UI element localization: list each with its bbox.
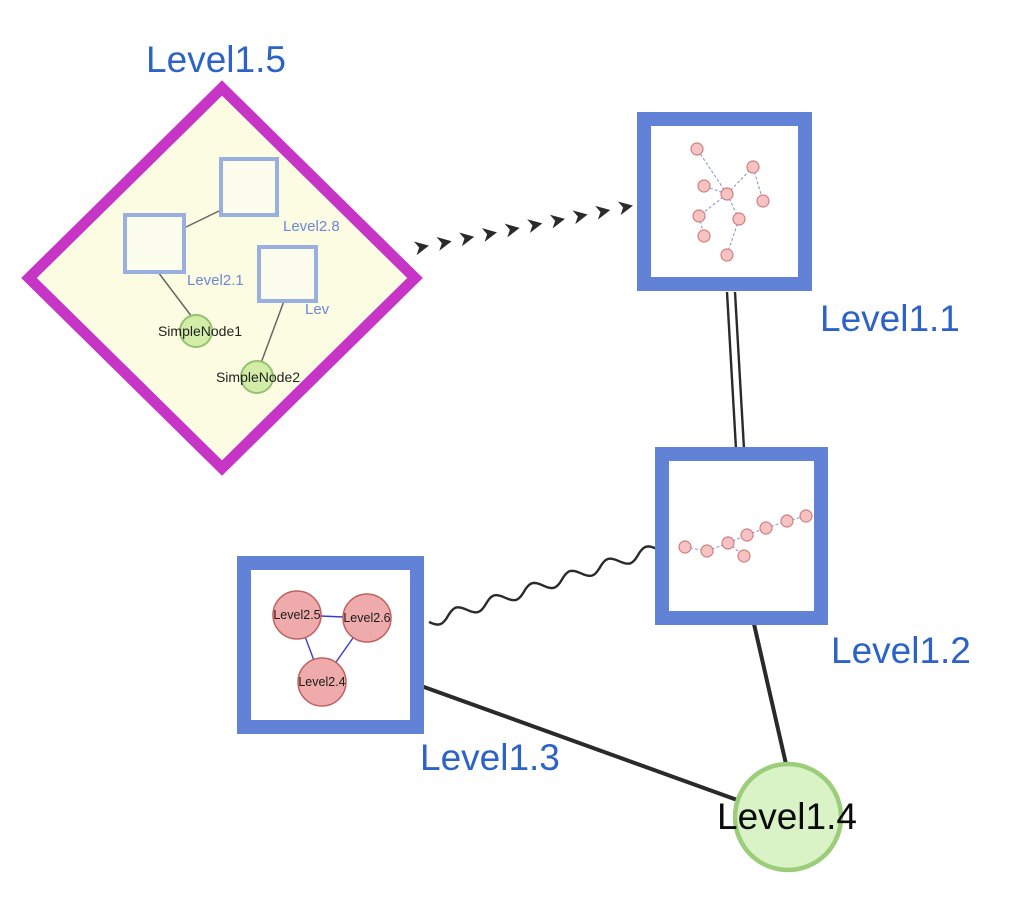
mini-graph-node[interactable] [697,229,711,243]
arrowhead-icon[interactable] [595,203,611,220]
edge-level11-level12-line2[interactable] [733,291,746,450]
mini-graph-node[interactable] [799,509,813,523]
label-level26: Level2.6 [343,611,390,625]
node-level15-diamond[interactable] [21,80,423,476]
label-lev: Lev [305,301,330,318]
arrowhead-icon[interactable] [481,225,498,242]
arrowhead-icon[interactable] [436,234,453,251]
mini-graph-edge[interactable] [684,546,708,552]
node-level21-square[interactable] [123,213,186,274]
mini-graph-node[interactable] [697,179,711,193]
node-level11-minigraph [690,142,770,262]
mini-graph-node[interactable] [740,528,754,542]
mini-graph-node[interactable] [720,187,734,201]
mini-graph-node[interactable] [720,248,734,262]
edge-level28-level21[interactable] [183,210,220,229]
node-level13-contents: Level2.5 Level2.6 Level2.4 [272,590,392,707]
node-level24-circle[interactable] [297,657,347,707]
edge-level11-level12-line1[interactable] [725,291,738,450]
mini-graph-node[interactable] [732,212,746,226]
mini-graph-node[interactable] [737,549,751,563]
mini-graph-node[interactable] [678,540,692,554]
edge-level13-level12-wavy[interactable] [428,545,658,626]
mini-graph-node[interactable] [700,544,714,558]
node-level12-minigraph [678,509,813,563]
arrowhead-icon[interactable] [413,239,430,256]
label-level11: Level1.1 [820,298,960,339]
node-level14-circle[interactable] [732,761,844,873]
edge-level15-level11-dashed-arrow[interactable] [413,199,634,256]
arrowhead-icon[interactable] [572,208,589,225]
label-level24: Level2.4 [298,675,345,689]
edges-layer [413,199,788,803]
edge-lev-simplenode2[interactable] [260,300,285,364]
mini-graph-edge[interactable] [696,148,728,195]
label-level21: Level2.1 [187,272,244,289]
label-level28: Level2.8 [283,218,340,235]
arrowhead-icon[interactable] [527,217,543,233]
node-simplenode1-circle[interactable] [179,314,213,348]
label-simplenode1: SimpleNode1 [158,323,242,339]
mini-graph-node[interactable] [746,160,760,174]
node-level25-circle[interactable] [272,590,322,640]
label-level25: Level2.5 [273,608,320,622]
mini-graph-edge[interactable] [706,542,729,552]
node-level26-circle[interactable] [342,593,392,643]
mini-graph-edge[interactable] [765,520,788,529]
arrowhead-icon[interactable] [617,199,634,216]
arrowhead-icon[interactable] [504,221,521,238]
mini-graph-node[interactable] [690,142,704,156]
edge-level12-level14[interactable] [752,622,788,766]
label-level14: Level1.4 [717,796,857,837]
label-simplenode2: SimpleNode2 [216,369,300,385]
arrowhead-icon[interactable] [459,230,475,247]
edge-level13-level14[interactable] [422,685,742,803]
mini-graph-node[interactable] [692,209,706,223]
label-level15: Level1.5 [146,39,286,80]
mini-graph-node[interactable] [756,194,770,208]
mini-graph-node[interactable] [780,514,794,528]
label-level12: Level1.2 [831,630,971,671]
node-level28-square[interactable] [219,157,279,217]
mini-graph-node[interactable] [721,536,735,550]
node-lev-square[interactable] [257,245,318,303]
edge-level21-simplenode1[interactable] [157,271,193,318]
node-simplenode2-circle[interactable] [240,360,274,394]
mini-graph-node[interactable] [759,521,773,535]
label-level13: Level1.3 [420,737,560,778]
arrowhead-icon[interactable] [549,212,566,229]
node-level15-group: Level2.8 Level2.1 Lev SimpleNode1 Simple… [21,80,423,476]
